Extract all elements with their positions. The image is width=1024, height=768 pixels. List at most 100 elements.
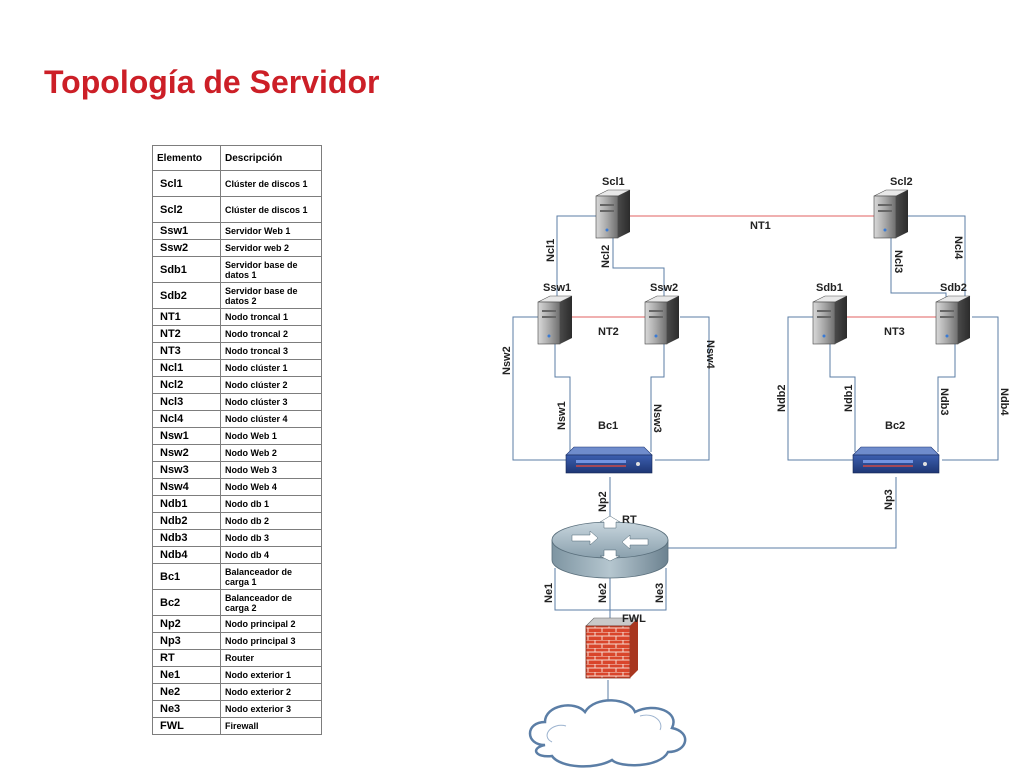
- label-ndb1: Ndb1: [843, 385, 855, 413]
- label-nsw3: Nsw3: [651, 404, 663, 433]
- legend-code: Scl2: [152, 196, 221, 223]
- legend-code: Ndb1: [152, 495, 221, 513]
- link-nsw1: [554, 342, 571, 452]
- legend-header-element: Elemento: [152, 145, 221, 171]
- legend-code: Scl1: [152, 170, 221, 197]
- label-bc2: Bc2: [885, 420, 905, 432]
- load-balancer-bc2[interactable]: [852, 446, 940, 474]
- legend-code: Np3: [152, 632, 221, 650]
- label-nt3: NT3: [884, 326, 905, 338]
- page-title: Topología de Servidor: [44, 64, 380, 100]
- link-nsw3: [650, 342, 665, 452]
- label-nsw2: Nsw2: [501, 346, 513, 375]
- legend-code: NT2: [152, 325, 221, 343]
- label-sdb1: Sdb1: [816, 282, 843, 294]
- label-sdb2: Sdb2: [940, 282, 967, 294]
- legend-description: Servidor base de datos 2: [220, 282, 322, 309]
- label-nt1: NT1: [750, 220, 771, 232]
- router-rt[interactable]: [551, 515, 669, 579]
- firewall-fwl[interactable]: [585, 617, 639, 679]
- label-bc1: Bc1: [598, 420, 618, 432]
- cloud-icon: [528, 699, 687, 768]
- label-ne2: Ne2: [597, 583, 609, 603]
- label-ncl2: Ncl2: [600, 245, 612, 268]
- legend-description: Clúster de discos 1: [220, 170, 322, 197]
- legend-description: Servidor base de datos 1: [220, 256, 322, 283]
- legend-code: Ncl4: [152, 410, 221, 428]
- link-labels-horizontal: NT1 NT2 NT3: [598, 220, 905, 338]
- link-ndb1: [829, 342, 856, 452]
- label-nsw4: Nsw4: [704, 340, 716, 370]
- link-ncl2: [612, 238, 665, 298]
- label-nsw1: Nsw1: [556, 401, 568, 430]
- label-np2: Np2: [597, 491, 609, 512]
- label-nt2: NT2: [598, 326, 619, 338]
- server-scl2[interactable]: [873, 189, 909, 239]
- legend-code: Ne1: [152, 666, 221, 684]
- label-ndb2: Ndb2: [776, 385, 788, 413]
- legend-header-row: Elemento Descripción: [152, 145, 322, 171]
- legend-code: Ne3: [152, 700, 221, 718]
- server-ssw1[interactable]: [537, 295, 573, 345]
- legend-code: Ssw1: [152, 222, 221, 240]
- link-nsw2: [512, 316, 568, 461]
- link-ndb2: [787, 316, 856, 461]
- label-ndb3: Ndb3: [938, 388, 950, 416]
- label-np3: Np3: [883, 489, 895, 510]
- legend-code: Bc2: [152, 589, 221, 616]
- label-ssw2: Ssw2: [650, 282, 678, 294]
- router-arrows-icon: [571, 515, 649, 562]
- link-ncl3: [890, 238, 947, 298]
- link-ndb4: [942, 316, 999, 461]
- link-ncl1: [556, 215, 598, 298]
- connection-lines: [512, 215, 999, 703]
- load-balancer-bc1[interactable]: [565, 446, 653, 474]
- label-ssw1: Ssw1: [543, 282, 571, 294]
- label-ne3: Ne3: [654, 583, 666, 603]
- legend-description: Balanceador de carga 1: [220, 563, 322, 590]
- label-ne1: Ne1: [543, 583, 555, 603]
- label-rt: RT: [622, 514, 637, 526]
- server-sdb1[interactable]: [812, 295, 848, 345]
- server-ssw2[interactable]: [644, 295, 680, 345]
- link-ncl4: [908, 215, 966, 298]
- legend-code: FWL: [152, 717, 221, 735]
- legend-code: Ssw2: [152, 239, 221, 257]
- legend-code: NT3: [152, 342, 221, 360]
- legend-code: Nsw3: [152, 461, 221, 479]
- label-ncl1: Ncl1: [545, 239, 557, 262]
- label-ncl3: Ncl3: [892, 250, 904, 273]
- legend-description: Clúster de discos 1: [220, 196, 322, 223]
- node-labels: Scl1 Scl2 Ssw1 Ssw2 Sdb1 Sdb2 Bc1 Bc2 RT…: [543, 176, 967, 625]
- label-fwl: FWL: [622, 613, 646, 625]
- link-np3: [668, 477, 897, 549]
- server-sdb2[interactable]: [935, 295, 971, 345]
- link-labels-vertical: Ncl1 Ncl2 Ncl3 Ncl4 Nsw2 Nsw1 Nsw3 Nsw4 …: [501, 236, 1010, 603]
- server-scl1[interactable]: [595, 189, 631, 239]
- link-nsw4: [655, 316, 710, 461]
- label-scl2: Scl2: [890, 176, 913, 188]
- label-ncl4: Ncl4: [952, 236, 964, 260]
- legend-description: Firewall: [220, 717, 322, 735]
